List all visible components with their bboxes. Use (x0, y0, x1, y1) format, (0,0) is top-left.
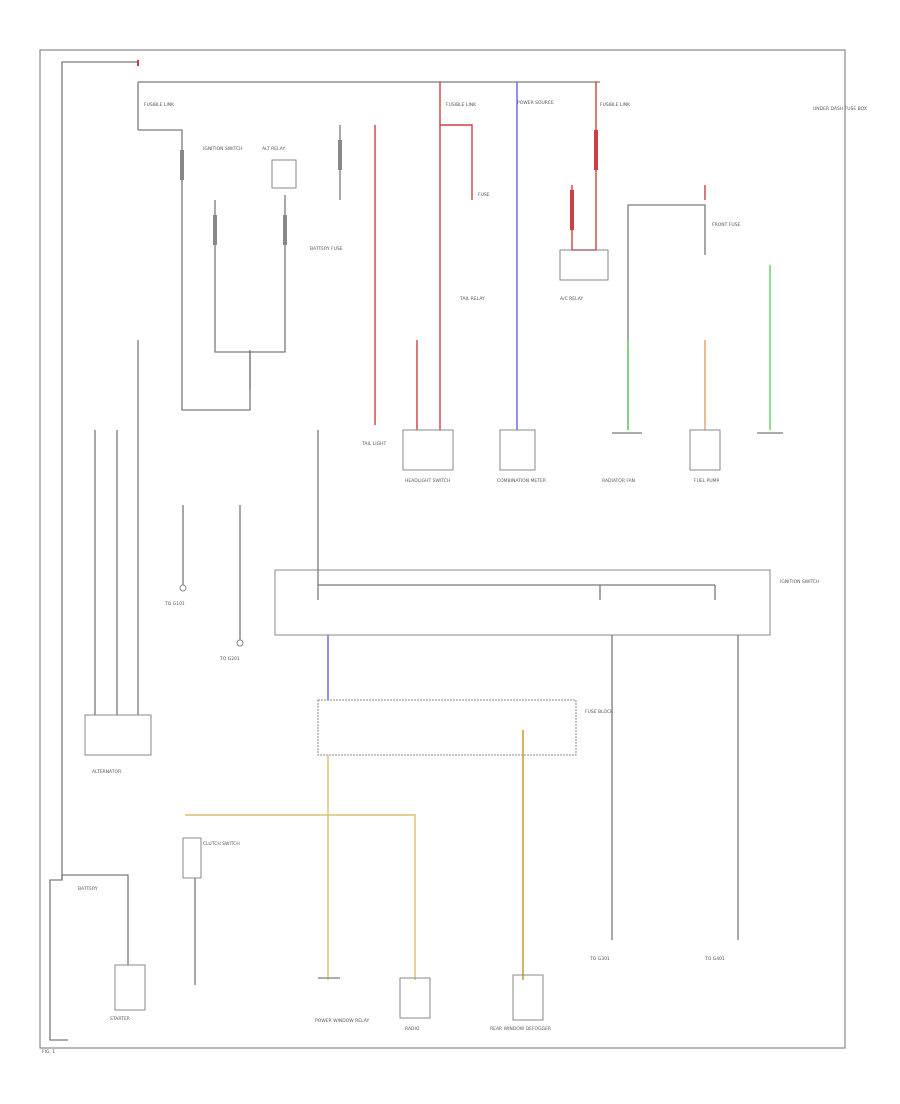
alternator: ALTERNATOR (84, 714, 152, 775)
green-orange-wires (627, 265, 771, 430)
tail-light: TAIL LIGHT (361, 441, 386, 447)
battery-fuse-branch (338, 125, 342, 200)
power-source-label: POWER SOURCE (517, 100, 554, 106)
page-ref: FIG. 1 (42, 1049, 55, 1055)
tail-relay-label: TAIL RELAY (459, 296, 485, 302)
svg-text:TO G201: TO G201 (219, 656, 240, 662)
svg-text:POWER WINDOW RELAY: POWER WINDOW RELAY (315, 1018, 369, 1024)
svg-text:A/C RELAY: A/C RELAY (560, 296, 583, 302)
ignition-alt-branch (213, 159, 297, 390)
svg-text:BATTERY: BATTERY (78, 886, 98, 892)
battery: BATTERY (61, 874, 129, 965)
ac-relay-block: A/C RELAY (559, 185, 706, 430)
fusible-link-2: FUSIBLE LINK (446, 102, 477, 108)
svg-text:FUSE BLOCK: FUSE BLOCK (585, 709, 614, 715)
fuse-block: FUSE BLOCK (317, 635, 614, 756)
svg-text:HEADLIGHT SWITCH: HEADLIGHT SWITCH (405, 478, 450, 484)
starter: STARTER (110, 964, 146, 1022)
clutch-switch: CLUTCH SWITCH (182, 837, 240, 985)
svg-text:ALTERNATOR: ALTERNATOR (92, 769, 121, 775)
ignition-output-left: TO G301 (589, 635, 613, 962)
ignition-switch-box: IGNITION SWITCH (274, 430, 820, 636)
svg-text:FUSIBLE LINK: FUSIBLE LINK (144, 102, 175, 108)
svg-text:TO G401: TO G401 (704, 956, 725, 962)
red-wire-group (374, 82, 598, 430)
svg-text:COMBINATION METER: COMBINATION METER (497, 478, 546, 484)
alternator-wires (94, 340, 139, 715)
fuse-main-label: FUSE (478, 192, 490, 198)
ignition-output-right: TO G401 (704, 635, 739, 962)
headlight-switch: HEADLIGHT SWITCH (402, 429, 454, 484)
svg-text:FUSIBLE LINK: FUSIBLE LINK (446, 102, 477, 108)
power-window-relay: POWER WINDOW RELAY (315, 977, 369, 1024)
radiator-fan: RADIATOR FAN (602, 432, 642, 484)
svg-text:TAIL LIGHT: TAIL LIGHT (361, 441, 386, 447)
fuel-pump: FUEL PUMP (689, 429, 721, 484)
ground-g2: TO G201 (219, 505, 244, 662)
battery-fuse-label: BATTERY FUSE (310, 246, 343, 252)
main-power-bus (49, 60, 600, 1041)
svg-text:TO G101: TO G101 (164, 601, 185, 607)
alt-relay-label: ALT RELAY (262, 146, 285, 152)
svg-text:RADIO: RADIO (405, 1026, 420, 1032)
diagram-border (39, 49, 846, 1049)
rear-window-defogger: REAR WINDOW DEFOGGER (490, 974, 551, 1032)
svg-text:TO G301: TO G301 (589, 956, 610, 962)
fuse-box-ref-label: UNDER DASH FUSE BOX (813, 106, 867, 112)
ignition-label: IGNITION SWITCH (203, 146, 243, 152)
front-fuse-label: FRONT FUSE (712, 222, 741, 228)
yellow-wires (185, 730, 524, 980)
svg-text:CLUTCH SWITCH: CLUTCH SWITCH (203, 841, 240, 847)
svg-text:FUEL PUMP: FUEL PUMP (694, 478, 720, 484)
svg-text:FUSIBLE LINK: FUSIBLE LINK (600, 102, 631, 108)
combination-meter: COMBINATION METER (497, 429, 546, 484)
svg-text:STARTER: STARTER (110, 1016, 130, 1022)
fusible-link-1: FUSIBLE LINK (138, 102, 251, 411)
radio: RADIO (399, 977, 431, 1032)
fusible-link-3: FUSIBLE LINK (600, 102, 631, 108)
svg-text:REAR WINDOW DEFOGGER: REAR WINDOW DEFOGGER (490, 1026, 551, 1032)
svg-text:RADIATOR FAN: RADIATOR FAN (602, 478, 635, 484)
svg-text:IGNITION SWITCH: IGNITION SWITCH (780, 579, 820, 585)
ground-g1: TO G101 (164, 505, 187, 607)
